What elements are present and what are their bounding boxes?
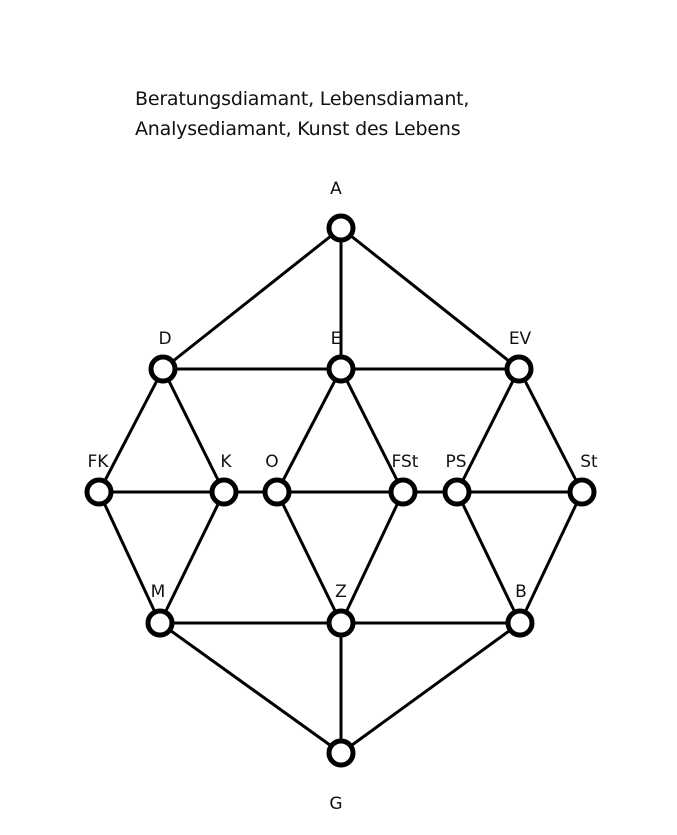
edge-e-o xyxy=(275,368,343,493)
edge-fst-z xyxy=(339,491,405,624)
labels-layer: A D E EV FK K O FSt PS StM Z B G xyxy=(88,179,599,814)
node-label-ev: EV xyxy=(509,329,532,349)
node-k xyxy=(209,477,239,507)
edge-a-d xyxy=(162,226,342,371)
edge-st-b xyxy=(518,491,584,624)
node-fst xyxy=(388,477,418,507)
node-label-fk: FK xyxy=(88,452,110,472)
edges-layer xyxy=(97,226,584,755)
node-b xyxy=(505,608,535,638)
edge-a-ev xyxy=(340,226,520,371)
edge-ps-b xyxy=(455,491,522,624)
node-o xyxy=(262,477,292,507)
node-z xyxy=(326,608,356,638)
edge-d-k xyxy=(161,368,226,493)
edge-fk-m xyxy=(97,491,162,624)
edge-b-g xyxy=(340,621,521,755)
edge-m-g xyxy=(159,621,342,755)
node-label-k: K xyxy=(220,452,232,472)
edge-ev-ps xyxy=(455,368,521,493)
node-label-fst: FSt xyxy=(392,452,419,472)
node-label-st: St xyxy=(580,452,598,472)
node-label-g: G xyxy=(329,794,342,814)
node-label-o: O xyxy=(265,452,278,472)
node-label-b: B xyxy=(515,582,527,602)
node-label-d: D xyxy=(158,329,171,349)
node-ps xyxy=(442,477,472,507)
node-st xyxy=(567,477,597,507)
edge-e-fst xyxy=(339,368,405,493)
title-line-2: Analysediamant, Kunst des Lebens xyxy=(135,118,461,140)
node-m xyxy=(145,608,175,638)
node-label-m: M xyxy=(151,582,166,602)
node-g xyxy=(326,738,356,768)
node-a xyxy=(326,213,356,243)
title-line-1: Beratungsdiamant, Lebensdiamant, xyxy=(135,88,470,110)
edge-ev-st xyxy=(517,368,584,493)
nodes-layer xyxy=(84,213,597,768)
node-label-e: E xyxy=(331,329,342,349)
node-ev xyxy=(504,354,534,384)
edge-k-m xyxy=(158,491,226,624)
edge-o-z xyxy=(275,491,343,624)
node-label-ps: PS xyxy=(445,452,466,472)
node-fk xyxy=(84,477,114,507)
node-e xyxy=(326,354,356,384)
node-label-z: Z xyxy=(335,582,347,602)
node-d xyxy=(148,354,178,384)
node-label-a: A xyxy=(330,179,342,199)
diagram-title: Beratungsdiamant, Lebensdiamant, Analyse… xyxy=(135,84,469,144)
edge-d-fk xyxy=(97,368,165,493)
